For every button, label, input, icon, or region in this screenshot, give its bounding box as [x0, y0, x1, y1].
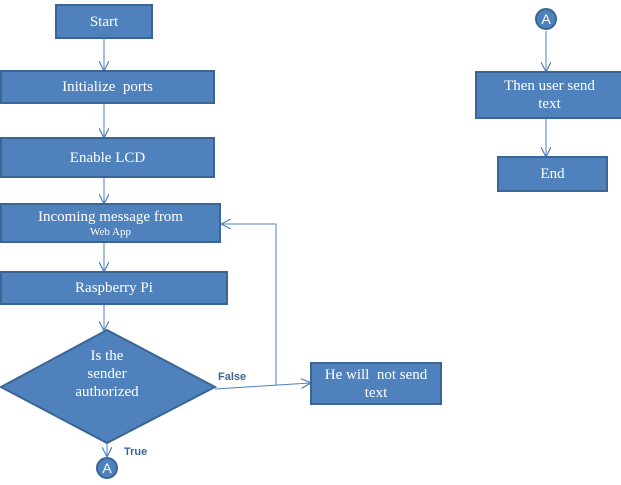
- user-send-label-line1: Then user send: [504, 78, 595, 94]
- arrow-loop-back: [222, 224, 277, 385]
- incoming-message-label-line1: Incoming message from: [38, 208, 183, 225]
- arrow-false-to-not-send: [214, 383, 310, 390]
- decision-label-line3: authorized: [75, 384, 139, 400]
- initialize-ports-label: Initialize ports: [62, 79, 153, 95]
- user-send-label-line2: text: [538, 96, 561, 112]
- true-label: True: [124, 446, 148, 458]
- initialize-ports-box: Initialize ports: [0, 70, 215, 104]
- false-label: False: [218, 371, 247, 383]
- incoming-message-box: Incoming message from Web App: [0, 203, 221, 243]
- not-send-label-line2: text: [364, 384, 388, 401]
- connector-a-bottom: A: [96, 457, 118, 479]
- start-box: Start: [55, 4, 153, 39]
- raspberry-pi-box: Raspberry Pi: [0, 271, 228, 305]
- user-send-text-box: Then user send text: [475, 71, 621, 119]
- start-label: Start: [89, 13, 119, 30]
- incoming-message-label-line2: Web App: [90, 225, 131, 238]
- not-send-label-line1: He will not send: [324, 366, 428, 383]
- decision-text: Is the sender authorized: [47, 347, 167, 401]
- raspberry-pi-label: Raspberry Pi: [75, 280, 153, 296]
- decision-diamond: [0, 328, 218, 445]
- decision-label-line2: sender: [87, 366, 127, 382]
- enable-lcd-label: Enable LCD: [69, 149, 146, 166]
- connector-a-top-label: A: [541, 11, 551, 27]
- end-box: End: [497, 156, 608, 192]
- decision-label-line1: Is the: [90, 348, 124, 364]
- enable-lcd-box: Enable LCD: [0, 137, 215, 178]
- end-label: End: [540, 166, 565, 182]
- connector-a-bottom-label: A: [102, 460, 112, 476]
- connector-a-top: A: [535, 8, 557, 30]
- not-send-text-box: He will not send text: [310, 362, 442, 405]
